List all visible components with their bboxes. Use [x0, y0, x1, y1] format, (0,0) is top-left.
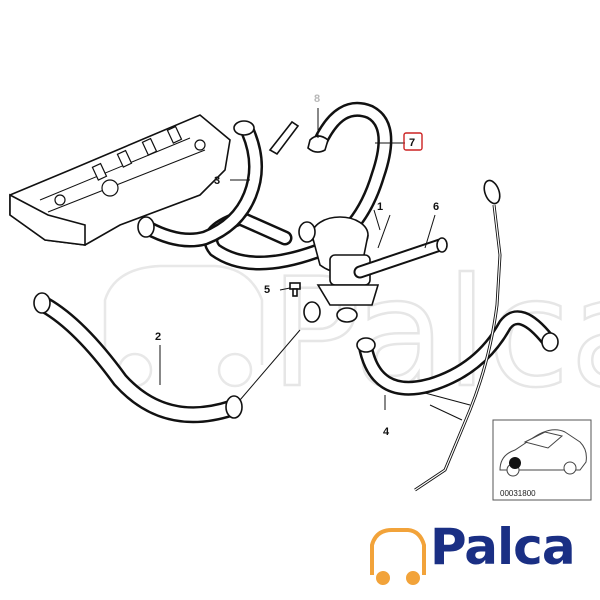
callout-5: 5 [264, 284, 270, 296]
palca-logo [370, 528, 426, 585]
vehicle-inset: 00031800 [492, 419, 592, 501]
watermark-car-icon [103, 264, 264, 388]
callout-3: 3 [214, 175, 220, 187]
inset-code: 00031800 [500, 489, 536, 498]
leader-lines [159, 108, 436, 410]
hose-part-2 [33, 292, 243, 424]
location-marker-icon [509, 457, 521, 469]
callout-8: 8 [314, 93, 320, 105]
clip-part-8 [307, 135, 329, 153]
screw-part-5 [289, 282, 301, 297]
callout-1: 1 [377, 201, 383, 213]
dipstick [414, 179, 502, 492]
tube-part-6 [353, 237, 448, 279]
logo-car-icon [370, 528, 426, 585]
callout-7: 7 [409, 137, 415, 149]
hose-part-3 [137, 120, 300, 248]
callouts: 1 2 3 4 5 6 7 8 [155, 93, 439, 438]
logo-text: Palca [430, 518, 576, 576]
oil-separator-part-1 [298, 216, 380, 323]
valve-cover [9, 114, 231, 246]
hose-part-4 [356, 310, 559, 396]
callout-2: 2 [155, 331, 161, 343]
callout-6: 6 [433, 201, 439, 213]
callout-4: 4 [383, 426, 390, 438]
callout-7-highlight [403, 132, 423, 151]
